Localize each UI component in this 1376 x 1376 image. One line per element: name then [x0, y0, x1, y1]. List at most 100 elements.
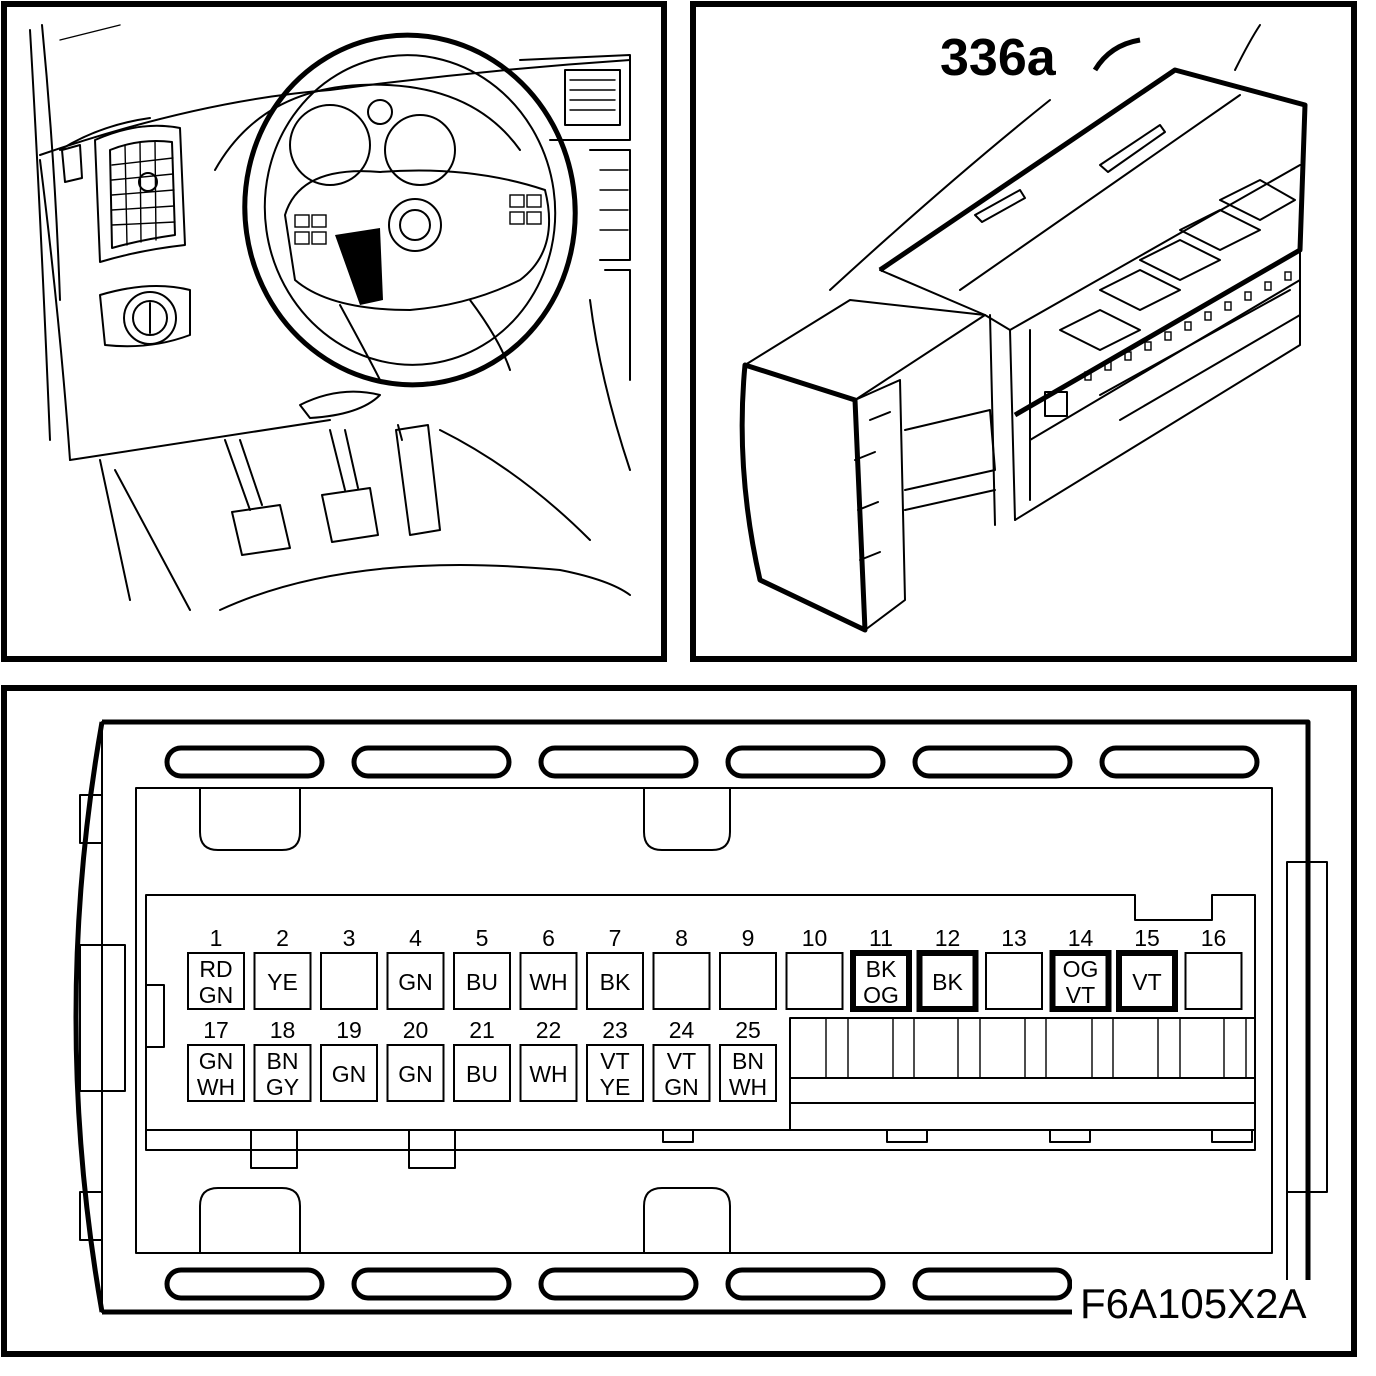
wire-color: WH	[529, 969, 567, 995]
pin-number: 20	[403, 1017, 429, 1043]
pin-cavity	[519, 952, 578, 1010]
pin-cavity	[719, 1044, 777, 1102]
wire-color-2: WH	[729, 1074, 767, 1100]
pin-number: 25	[735, 1017, 761, 1043]
pin-cavity	[1184, 952, 1243, 1010]
pin-number: 24	[669, 1017, 695, 1043]
wire-color-1: GN	[199, 1048, 234, 1074]
connector-3d-illustration: 336a	[739, 24, 1308, 633]
wire-color-2: WH	[197, 1074, 235, 1100]
pin-number: 5	[476, 925, 489, 951]
pin-cavity	[1116, 950, 1178, 1012]
connector-body	[878, 67, 1308, 418]
pin-cavity	[652, 1044, 711, 1102]
pin-number: 4	[409, 925, 422, 951]
pin-number: 11	[869, 925, 893, 951]
pin-number: 8	[675, 925, 688, 951]
figure-code: F6A105X2A	[1080, 1280, 1307, 1327]
wire-color-1: RD	[199, 956, 232, 982]
pin-5: 5BU	[453, 925, 511, 1010]
pin-holes-row	[1084, 271, 1292, 381]
panel-connector-frame	[690, 1, 1357, 662]
pin-13: 13	[985, 925, 1043, 1010]
pin-cavity	[519, 1044, 578, 1102]
pin-cavity	[187, 952, 245, 1010]
pin-number: 22	[536, 1017, 562, 1043]
pin-number: 13	[1001, 925, 1027, 951]
wire-color-1: VT	[667, 1048, 696, 1074]
pin-cavity	[253, 1044, 312, 1102]
wire-color: GN	[398, 969, 433, 995]
wire-color: BK	[600, 969, 631, 995]
airbag-label-mark	[335, 228, 383, 305]
pin-number: 18	[270, 1017, 296, 1043]
wire-color-2: GN	[199, 982, 234, 1008]
pin-number: 19	[336, 1017, 362, 1043]
pin-cavity	[386, 1044, 445, 1102]
pin-cavity	[1049, 950, 1112, 1012]
pin-cavity	[916, 950, 979, 1012]
pin-cavity	[386, 952, 445, 1010]
pin-9: 9	[719, 925, 777, 1010]
pin-number: 2	[276, 925, 289, 951]
wire-color-1: BN	[267, 1048, 299, 1074]
pin-2: 2YE	[253, 925, 312, 1010]
wire-color-1: BN	[732, 1048, 764, 1074]
connector-label: 336a	[940, 29, 1057, 87]
pin-number: 15	[1134, 925, 1160, 951]
pin-cavity	[586, 952, 644, 1010]
pin-number: 7	[609, 925, 622, 951]
housing-slots	[164, 745, 1260, 1301]
wire-color-2: OG	[863, 982, 899, 1008]
pin-number: 9	[742, 925, 755, 951]
wire-color: GN	[398, 1061, 433, 1087]
pin-cavity	[453, 1044, 511, 1102]
pin-number: 1	[210, 925, 223, 951]
center-vents	[519, 54, 631, 471]
pin-cavity	[719, 952, 777, 1010]
leader-line	[1092, 37, 1141, 72]
pin-number: 3	[343, 925, 356, 951]
wire-color: GN	[332, 1061, 367, 1087]
pin-6: 6WH	[519, 925, 578, 1010]
pin-number: 21	[469, 1017, 495, 1043]
pin-cavity	[850, 950, 912, 1012]
pin-number: 12	[935, 925, 961, 951]
pin-number: 17	[203, 1017, 229, 1043]
pin-cavity	[785, 952, 844, 1010]
pedals	[224, 424, 441, 556]
wire-color-2: VT	[1066, 982, 1095, 1008]
pin-number: 23	[602, 1017, 628, 1043]
wire-color-2: GY	[266, 1074, 299, 1100]
wire-color-1: VT	[600, 1048, 629, 1074]
pin-4: 4GN	[386, 925, 445, 1010]
dashboard-illustration	[29, 24, 631, 611]
pin-3: 3	[320, 925, 378, 1010]
wire-color: BU	[466, 1061, 498, 1087]
pin-number: 14	[1068, 925, 1094, 951]
pin-cavity	[985, 952, 1043, 1010]
pin-7: 7BK	[586, 925, 644, 1010]
pin-cavity	[320, 952, 378, 1010]
left-air-vent	[94, 124, 186, 263]
pin-16: 16	[1184, 925, 1243, 1010]
wire-color-1: OG	[1063, 956, 1099, 982]
wire-color-1: BK	[866, 956, 897, 982]
pin-number: 16	[1201, 925, 1227, 951]
pin-cavity	[453, 952, 511, 1010]
pin-10: 10	[785, 925, 844, 1010]
